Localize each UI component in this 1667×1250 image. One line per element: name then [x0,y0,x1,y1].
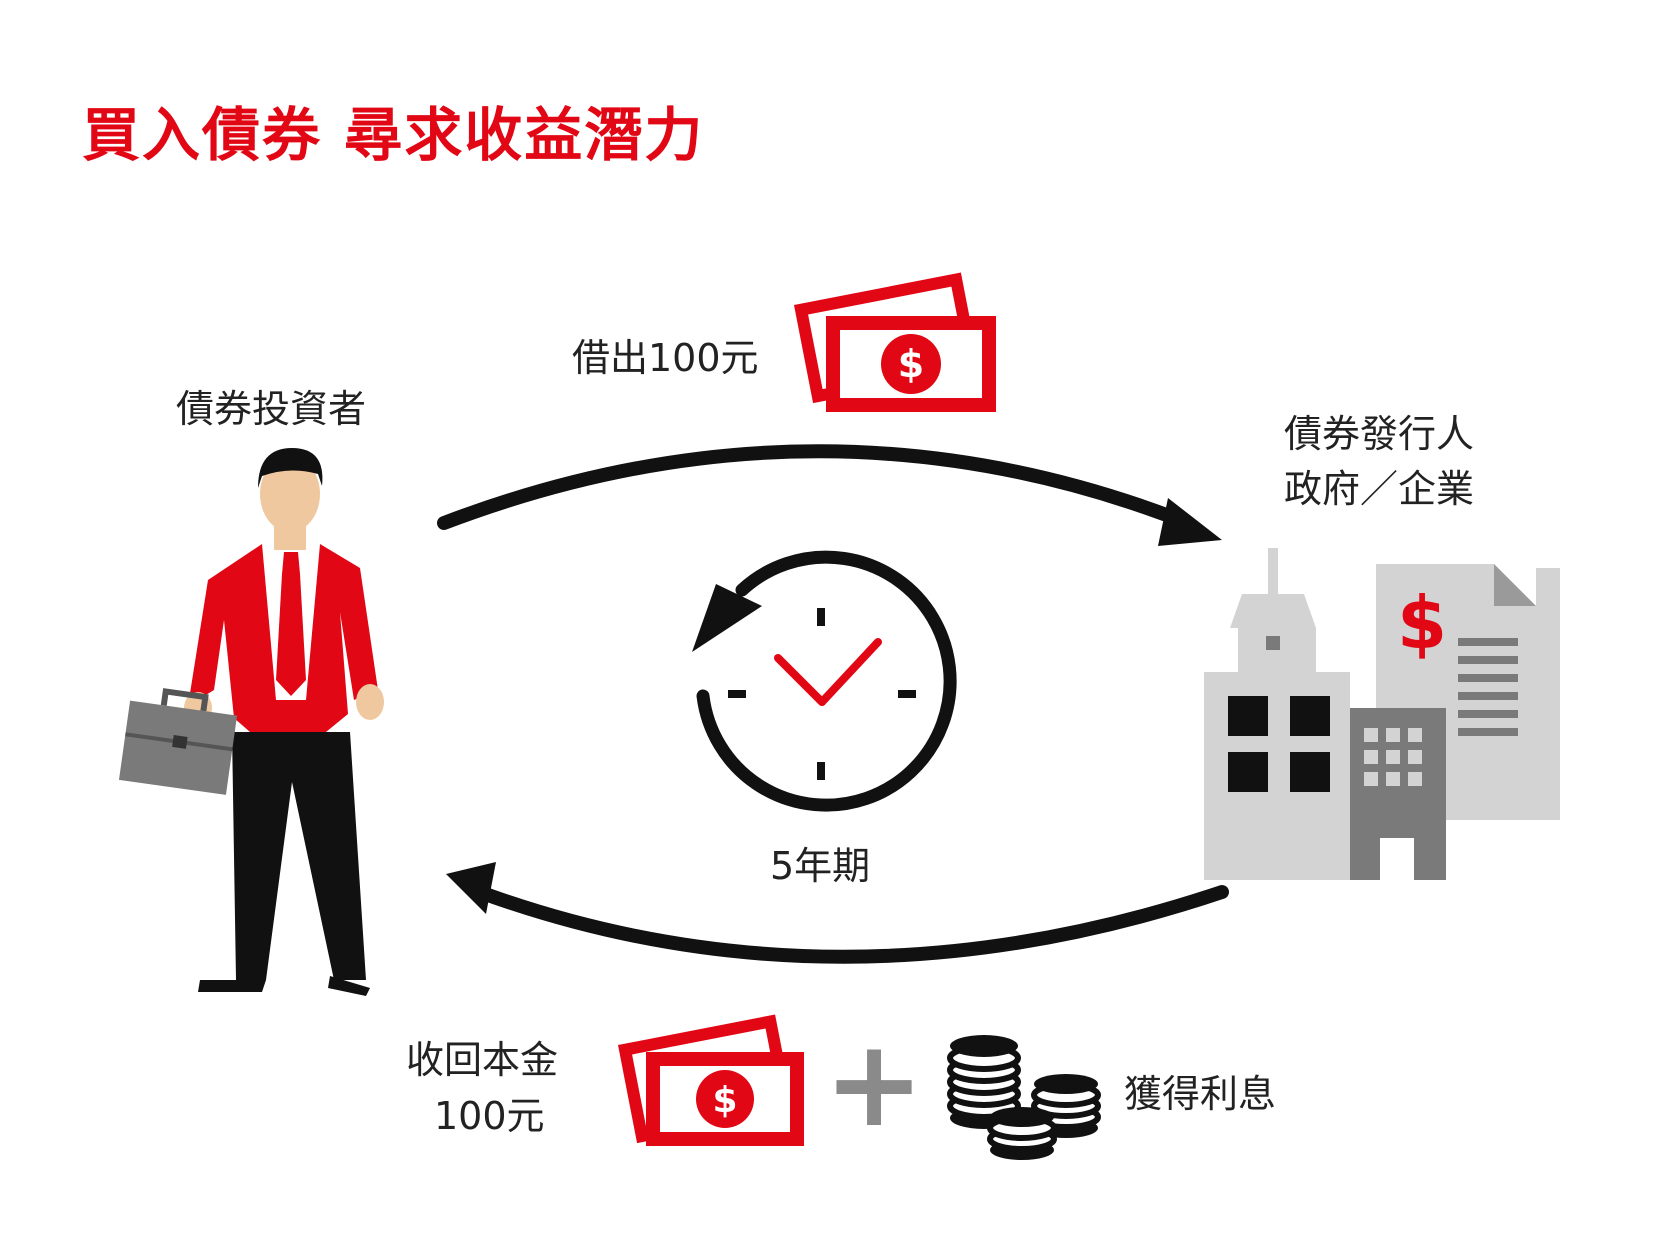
interest-label: 獲得利息 [1124,1072,1277,1116]
lend-amount-label: 借出100元 [572,336,759,380]
principal-amount-label: 100元 [434,1094,545,1138]
coins-icon [947,1035,1101,1160]
issuer-label: 債券發行人 [1284,412,1475,456]
plus-icon: + [824,1015,925,1154]
page-title: 買入債券 尋求收益潛力 [82,101,705,169]
clock-icon [692,550,957,812]
banknote-icon: $ [794,272,996,412]
investor-figure-icon [118,448,384,996]
principal-banknote-icon: $ [618,1014,804,1146]
lend-arrow-icon [437,444,1222,546]
term-label: 5年期 [770,844,871,888]
principal-label: 收回本金 [406,1038,559,1082]
dollar-sign-icon: $ [1397,581,1447,665]
dollar-sign-icon: $ [712,1080,737,1121]
dollar-sign-icon: $ [898,342,924,386]
issuer-type-label: 政府／企業 [1284,467,1475,511]
repay-arrow-icon [446,862,1229,964]
investor-label: 債券投資者 [176,387,367,431]
issuer-buildings-icon: $ [1204,548,1560,880]
